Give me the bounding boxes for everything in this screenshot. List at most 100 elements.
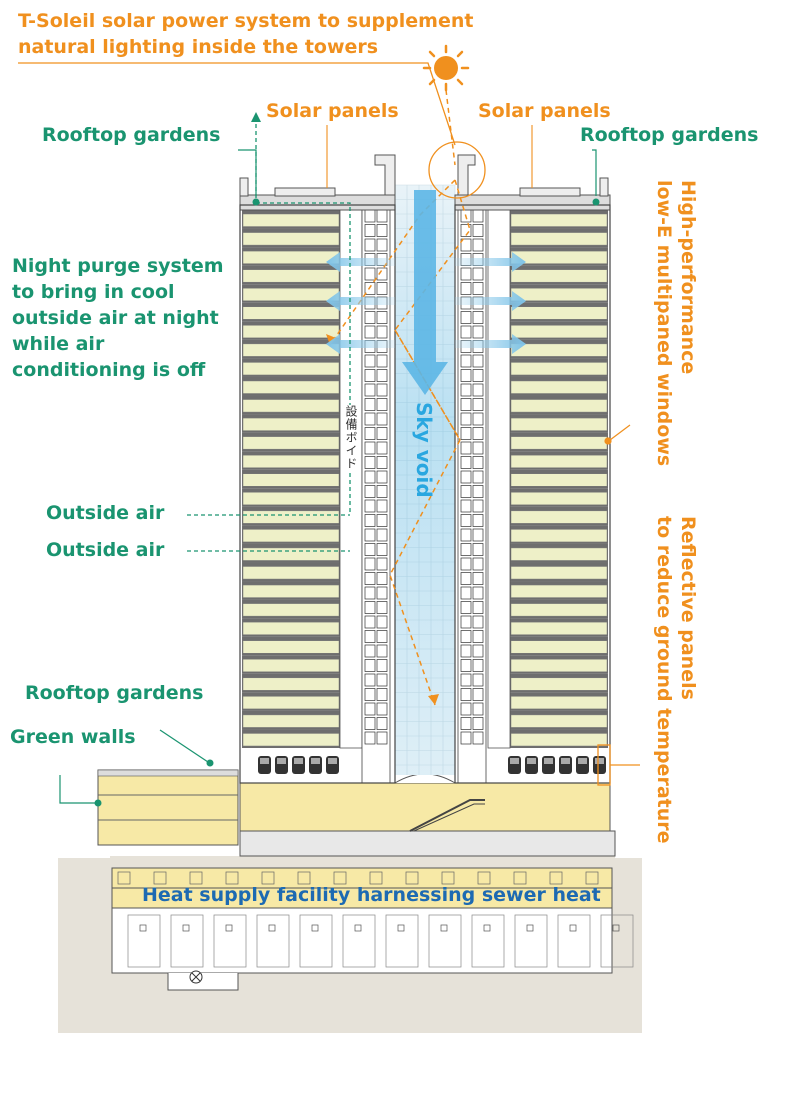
- basement-bay: [256, 914, 290, 968]
- left-floor: [242, 213, 340, 227]
- core-cell: [472, 514, 484, 527]
- upper-basement-cell: [189, 871, 203, 885]
- basement-bay: [600, 914, 634, 968]
- upper-basement-cell: [477, 871, 491, 885]
- core-cell: [460, 543, 472, 556]
- left-shaft: [339, 209, 363, 749]
- core-cell: [364, 325, 376, 339]
- right-floor: [510, 454, 608, 468]
- right-floor: [510, 473, 608, 487]
- core-cell: [460, 412, 472, 426]
- right-floor: [510, 547, 608, 561]
- right-floor: [510, 306, 608, 320]
- core-cell: [472, 702, 484, 716]
- left-floor: [242, 584, 340, 598]
- basement-vent: [440, 924, 448, 932]
- green-leader-dots: [94, 198, 600, 807]
- upper-basement-cell: [261, 871, 275, 885]
- left-floor: [242, 343, 340, 357]
- core-cell: [460, 514, 472, 527]
- core-cell: [472, 470, 484, 484]
- left-floor: [242, 640, 340, 654]
- car-window: [527, 758, 536, 764]
- upper-basement-cell: [369, 871, 383, 885]
- basement-bay: [170, 914, 204, 968]
- core-cell: [364, 499, 376, 513]
- high-performance-line-1: High-performance: [677, 180, 699, 375]
- left-floor: [242, 417, 340, 431]
- core-cell: [364, 601, 376, 614]
- right-floor: [510, 213, 608, 227]
- car-window: [277, 758, 286, 764]
- upper-basement-cell: [513, 871, 527, 885]
- core-cell: [376, 398, 388, 411]
- right-floor: [510, 696, 608, 710]
- core-cell: [376, 601, 388, 614]
- core-cell: [376, 630, 388, 643]
- core-cell: [460, 267, 472, 281]
- right-floor: [510, 733, 608, 747]
- core-cell: [460, 528, 472, 542]
- car-window: [260, 758, 269, 764]
- core-cell: [376, 673, 388, 687]
- core-cell: [364, 485, 376, 498]
- left-floor: [242, 696, 340, 710]
- core-cell: [376, 325, 388, 339]
- t-soleil-label-line2: natural lighting inside the towers: [18, 36, 379, 58]
- right-floor: [510, 510, 608, 524]
- core-cell: [364, 659, 376, 672]
- right-shaft: [487, 209, 511, 749]
- core-cell: [460, 572, 472, 585]
- core-cell: [376, 543, 388, 556]
- core-cell: [472, 325, 484, 339]
- core-cell: [376, 499, 388, 513]
- upper-basement-cell: [441, 871, 455, 885]
- core-cell: [364, 224, 376, 237]
- core-cell: [364, 673, 376, 687]
- core-cell: [364, 209, 376, 223]
- core-cell: [364, 688, 376, 701]
- solar-leaders: [326, 125, 533, 188]
- core-cell: [472, 267, 484, 281]
- window-leader: [604, 424, 631, 445]
- core-cell: [376, 586, 388, 600]
- right-tower: [487, 209, 608, 749]
- core-cell: [364, 267, 376, 281]
- outside-air-label-1: Outside air: [46, 502, 165, 524]
- basement-bay: [385, 914, 419, 968]
- core-cell: [460, 615, 472, 629]
- core-cell: [376, 441, 388, 455]
- core-cell: [460, 717, 472, 730]
- air-flow-arrows: [326, 252, 526, 354]
- right-floor: [510, 417, 608, 431]
- tower-roof: [239, 154, 611, 211]
- car-window: [510, 758, 519, 764]
- right-floor: [510, 677, 608, 691]
- core-cell: [460, 659, 472, 672]
- core-cell: [376, 615, 388, 629]
- core-cell: [364, 543, 376, 556]
- basement-structure: [111, 867, 613, 991]
- core-cell: [364, 514, 376, 527]
- left-floor: [242, 566, 340, 580]
- core-cell: [364, 238, 376, 252]
- core-cell: [460, 644, 472, 658]
- core-cell: [472, 630, 484, 643]
- right-floor: [510, 603, 608, 617]
- core-cell: [460, 499, 472, 513]
- left-floor: [242, 473, 340, 487]
- upper-basement-cell: [225, 871, 239, 885]
- core-cell: [472, 673, 484, 687]
- basement-bay: [299, 914, 333, 968]
- basement-bay: [428, 914, 462, 968]
- core-cell: [472, 485, 484, 498]
- outside-air-label-2: Outside air: [46, 539, 165, 561]
- right-floor: [510, 714, 608, 728]
- core-cell: [472, 441, 484, 455]
- core-cell: [376, 644, 388, 658]
- tower-frame-right: [454, 204, 611, 784]
- core-cell: [364, 427, 376, 440]
- core-cell: [472, 282, 484, 295]
- t-soleil-callout: [18, 62, 486, 199]
- basement-vent: [354, 924, 362, 932]
